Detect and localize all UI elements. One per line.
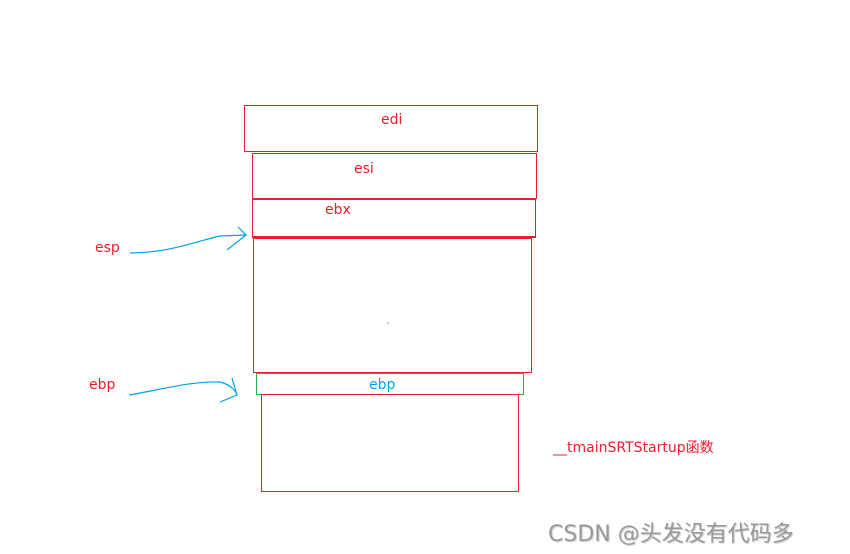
- esp-arrow: [129, 226, 247, 254]
- esi-label: esi: [354, 161, 374, 177]
- esi-slot: [252, 153, 537, 199]
- function-label: __tmainSRTStartup函数: [553, 440, 714, 456]
- caller-frame: [261, 394, 519, 492]
- ebx-slot: [252, 199, 536, 238]
- local-area: [253, 238, 532, 373]
- saved-ebp-label: ebp: [369, 377, 396, 393]
- esp-pointer-label: esp: [95, 240, 120, 256]
- ebp-arrow: [128, 377, 238, 403]
- edi-slot: [244, 105, 538, 152]
- ebx-label: ebx: [325, 202, 351, 218]
- watermark: CSDN @头发没有代码多: [548, 522, 794, 547]
- dot: [387, 322, 389, 324]
- edi-label: edi: [381, 112, 403, 128]
- ebp-pointer-label: ebp: [89, 377, 116, 393]
